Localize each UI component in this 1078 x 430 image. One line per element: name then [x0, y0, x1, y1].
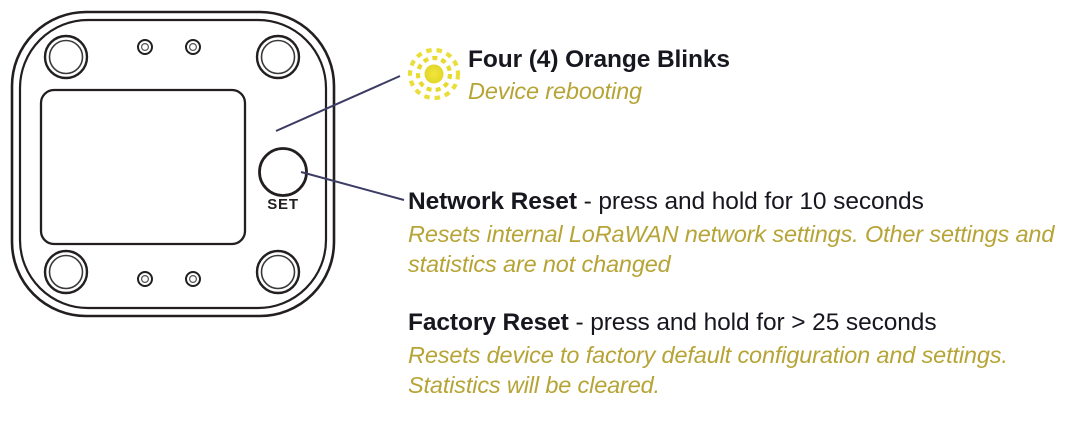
device-center-panel — [39, 88, 247, 246]
small-hole-top-right — [185, 39, 201, 55]
callout-list: Four (4) Orange Blinks Device rebooting … — [406, 0, 1078, 430]
callout-headline: Four (4) Orange Blinks — [468, 44, 1074, 75]
mounting-hole-top-left — [43, 34, 89, 80]
set-button-label: SET — [267, 196, 299, 213]
device-inner-shell-line — [18, 18, 328, 310]
leader-line-blink — [275, 75, 401, 132]
mounting-hole-top-right — [255, 34, 301, 80]
callout-headline: Network Reset - press and hold for 10 se… — [408, 186, 1076, 217]
mounting-hole-bottom-right — [255, 249, 301, 295]
callout-headline: Factory Reset - press and hold for > 25 … — [408, 307, 1076, 338]
callout-detail: - press and hold for > 25 seconds — [568, 309, 937, 336]
callout-term: Network Reset — [408, 188, 577, 215]
small-hole-bottom-right — [185, 271, 201, 287]
mounting-hole-bottom-left — [43, 249, 89, 295]
callout-detail: - press and hold for 10 seconds — [576, 188, 924, 215]
callout-term: Factory Reset — [408, 309, 569, 336]
callout-four-orange-blinks: Four (4) Orange Blinks Device rebooting — [406, 44, 1074, 107]
small-hole-top-left — [137, 39, 153, 55]
callout-subline: Resets internal LoRaWAN network settings… — [408, 221, 1055, 277]
set-button[interactable] — [258, 147, 308, 197]
leader-line-reset — [300, 171, 405, 201]
callout-subline: Device rebooting — [468, 78, 642, 104]
callout-subline: Resets device to factory default configu… — [408, 342, 1008, 398]
callout-term: Four (4) Orange Blinks — [468, 46, 730, 73]
blinking-led-icon — [407, 47, 461, 101]
small-hole-bottom-left — [137, 271, 153, 287]
callout-network-reset: Network Reset - press and hold for 10 se… — [408, 186, 1076, 279]
device-diagram: SET — [10, 10, 405, 318]
callout-factory-reset: Factory Reset - press and hold for > 25 … — [408, 307, 1076, 400]
